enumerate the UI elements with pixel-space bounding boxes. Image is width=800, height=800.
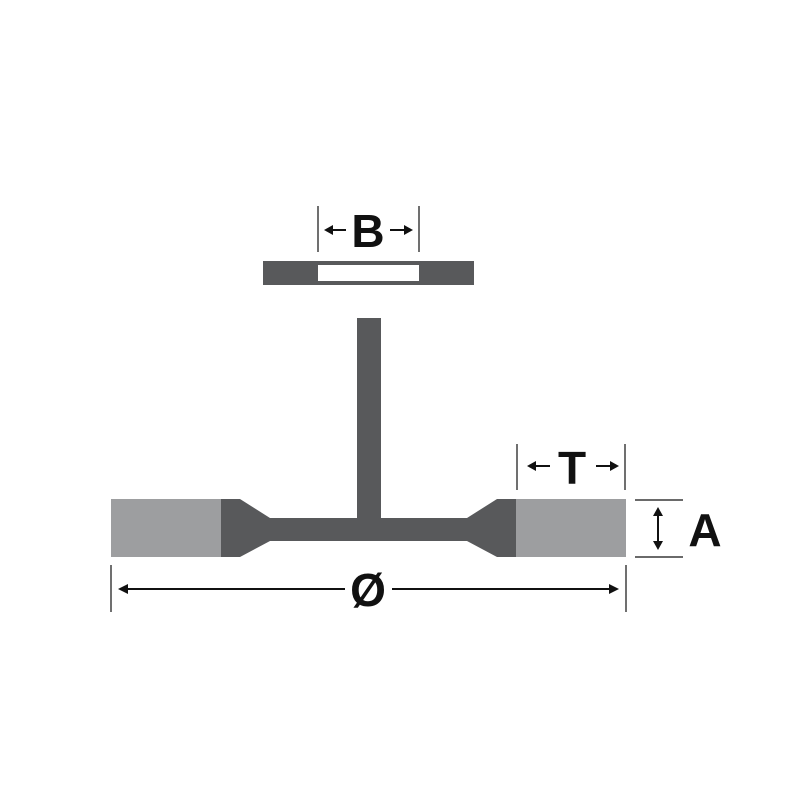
filament-left	[111, 499, 221, 557]
face-arrow-up-head	[653, 507, 663, 516]
face-width-dimension: A	[635, 499, 722, 558]
diameter-dimension: Ø	[110, 564, 627, 616]
filament-right	[516, 499, 626, 557]
bore-label: B	[351, 205, 384, 257]
trim-arrow-right-head	[610, 461, 619, 471]
face-width-label: A	[688, 504, 721, 556]
trim-length-dimension: T	[516, 442, 626, 494]
diameter-arrow-left-head	[118, 584, 128, 594]
trim-arrow-left-head	[527, 461, 536, 471]
bore-hole	[318, 265, 419, 281]
bore-washer	[263, 261, 474, 285]
bore-arrow-right-head	[404, 225, 413, 235]
wheel-brush	[111, 318, 626, 557]
trim-length-label: T	[558, 442, 586, 494]
bore-dimension: B	[317, 205, 420, 257]
diameter-arrow-right-head	[609, 584, 619, 594]
face-arrow-down-head	[653, 541, 663, 550]
brush-hub	[221, 499, 516, 557]
diameter-label: Ø	[350, 564, 386, 616]
brush-shank	[357, 318, 381, 518]
bore-arrow-left-head	[324, 225, 333, 235]
